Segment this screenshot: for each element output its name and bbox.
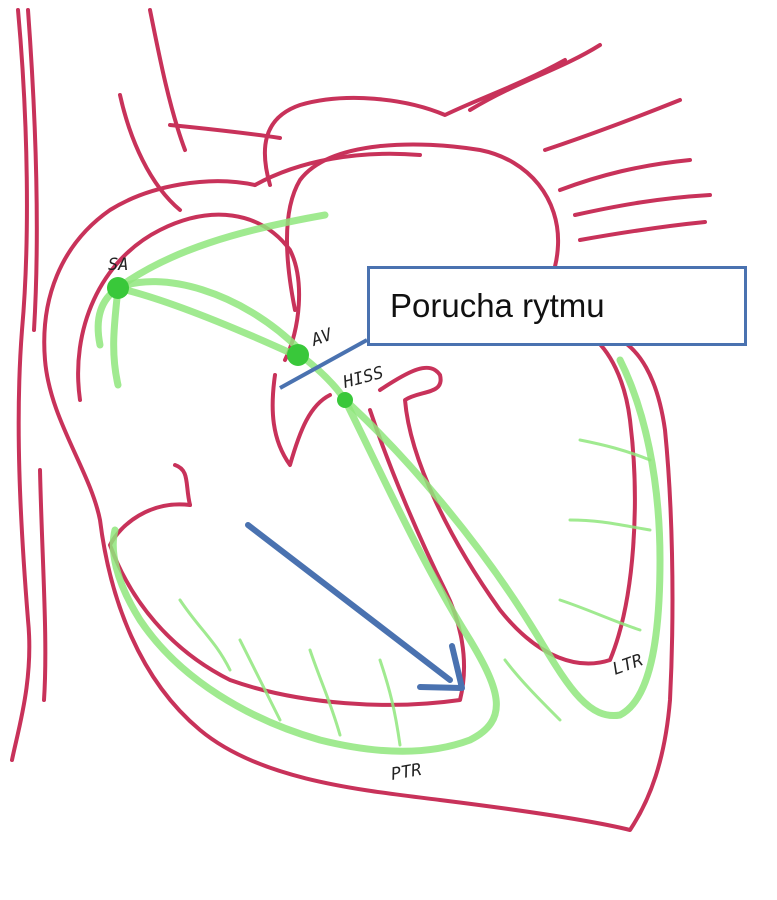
av-label: AV [308,325,336,351]
sa-node [107,277,129,299]
great-vessels [120,10,710,240]
callout-text: Porucha rytmu [390,287,605,325]
vena-cava [12,10,45,760]
callout-box: Porucha rytmu [367,266,747,346]
ltr-label: LTR [610,650,646,679]
ptr-label: PTR [389,760,423,785]
sa-label: SA [108,255,128,275]
his-bundle-node [337,392,353,408]
av-node [287,344,309,366]
arrow-indicator [248,525,462,688]
